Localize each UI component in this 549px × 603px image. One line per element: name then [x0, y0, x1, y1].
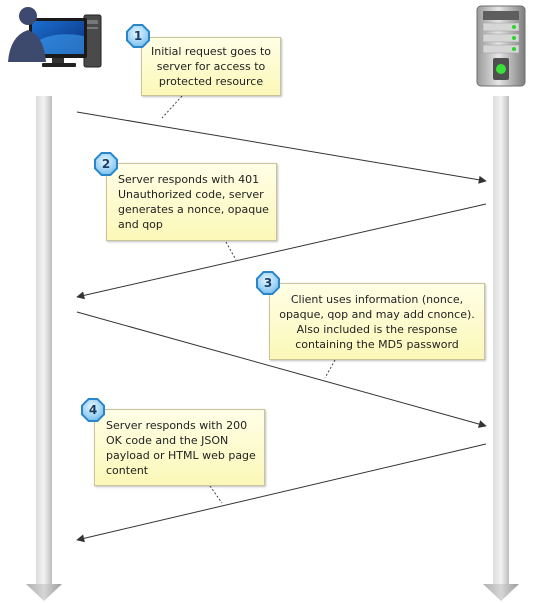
step-1-line-2: server for access to — [156, 60, 266, 73]
step-number-3: 3 — [258, 273, 278, 293]
callout-connector-2 — [225, 241, 237, 261]
message-arrow-3 — [76, 311, 487, 428]
step-badge-3: 3 — [256, 271, 280, 295]
step-2-line-1: Server responds with 401 — [118, 173, 260, 186]
step-2-line-3: generates a nonce, opaque — [118, 203, 269, 216]
step-note-4: Server responds with 200 OK code and the… — [94, 409, 265, 486]
step-note-3: Client uses information (nonce, opaque, … — [269, 283, 485, 360]
step-number-1: 1 — [128, 26, 148, 46]
callout-connector-1 — [161, 95, 183, 119]
step-1-line-3: protected resource — [158, 75, 264, 88]
callout-connector-4 — [209, 485, 223, 504]
server-tower-icon — [476, 5, 526, 87]
message-arrow-4 — [76, 443, 487, 543]
step-note-1: Initial request goes to server for acces… — [141, 37, 281, 96]
step-3-line-3: Also included is the response — [296, 322, 458, 336]
step-4-line-1: Server responds with 200 — [106, 418, 248, 432]
callout-connector-3 — [324, 359, 336, 379]
step-4-line-4: content — [106, 463, 149, 477]
server-lifeline — [483, 96, 519, 601]
step-3-line-4: containing the MD5 password — [295, 337, 459, 351]
step-badge-2: 2 — [94, 152, 118, 176]
step-note-2: Server responds with 401 Unauthorized co… — [106, 163, 277, 241]
step-1-line-1: Initial request goes to — [151, 45, 271, 58]
step-3-line-1: Client uses information (nonce, — [290, 292, 464, 306]
client-lifeline — [26, 96, 62, 601]
step-4-line-2: OK code and the JSON — [106, 433, 229, 447]
step-badge-4: 4 — [81, 398, 105, 422]
step-badge-1: 1 — [126, 24, 150, 48]
step-2-line-4: and qop — [118, 218, 163, 231]
message-arrow-1 — [76, 111, 487, 184]
step-2-line-2: Unauthorized code, server — [118, 188, 264, 201]
step-4-line-3: payload or HTML web page — [106, 448, 256, 462]
message-arrow-2 — [76, 203, 487, 300]
computer-user-icon — [8, 7, 102, 68]
step-3-line-2: opaque, qop and may add cnonce). — [279, 307, 475, 321]
step-number-4: 4 — [83, 400, 103, 420]
step-number-2: 2 — [96, 154, 116, 174]
